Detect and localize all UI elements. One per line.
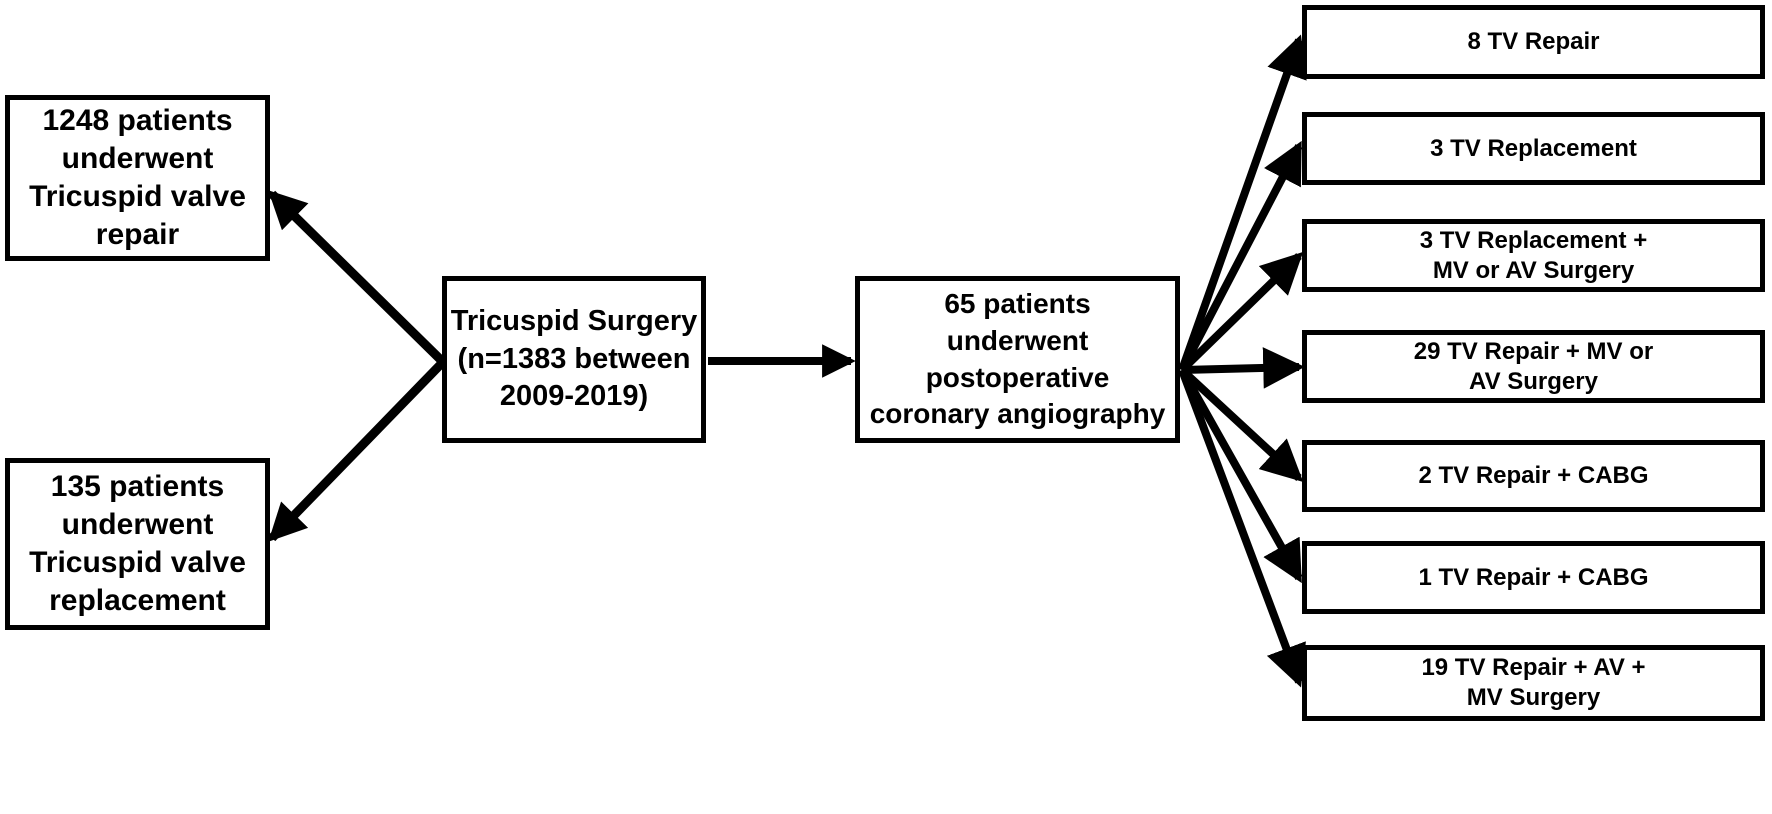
outcome-box-tv-repair-av-mv-surgery: 19 TV Repair + AV + MV Surgery: [1302, 645, 1765, 721]
node-postoperative-coronary-angiography: 65 patients underwent postoperative coro…: [855, 276, 1180, 443]
node-tricuspid-valve-repair: 1248 patients underwent Tricuspid valve …: [5, 95, 270, 261]
edge-surgery-to-repair: [268, 190, 447, 366]
edge-angiography-to-out-0: [1178, 34, 1307, 372]
outcome-box-tv-replacement: 3 TV Replacement: [1302, 112, 1765, 185]
outcome-box-tv-repair-mv-av-surgery: 29 TV Repair + MV or AV Surgery: [1302, 330, 1765, 403]
edge-angiography-to-out-6: [1178, 368, 1306, 688]
edge-angiography-to-out-4: [1179, 367, 1304, 482]
outcome-box-tv-repair-cabg-1: 1 TV Repair + CABG: [1302, 541, 1765, 614]
outcome-box-tv-repair-cabg-2: 2 TV Repair + CABG: [1302, 440, 1765, 512]
outcome-box-tv-replacement-mv-av-surgery: 3 TV Replacement + MV or AV Surgery: [1302, 219, 1765, 292]
node-tricuspid-valve-replacement: 135 patients underwent Tricuspid valve r…: [5, 458, 270, 630]
edge-angiography-to-out-5: [1178, 368, 1303, 584]
edge-angiography-to-out-3: [1181, 347, 1305, 389]
outcome-box-tv-repair: 8 TV Repair: [1302, 5, 1765, 79]
edge-surgery-to-replacement: [268, 358, 447, 542]
node-tricuspid-surgery: Tricuspid Surgery (n=1383 between 2009-2…: [442, 276, 706, 443]
edge-angiography-to-out-2: [1179, 251, 1304, 373]
edge-angiography-to-out-1: [1178, 140, 1303, 372]
